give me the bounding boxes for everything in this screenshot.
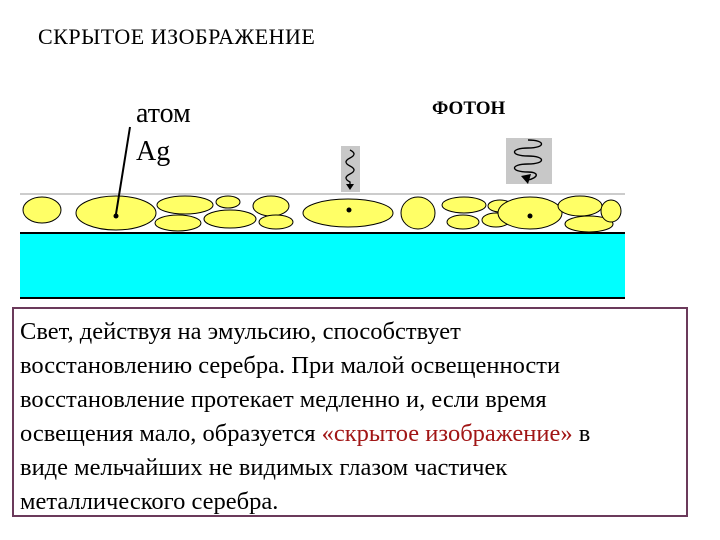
text-line: освещения мало, образуется «скрытое изоб… xyxy=(20,417,682,451)
photon-label: ФОТОН xyxy=(432,98,506,119)
photon-wave-small xyxy=(345,149,355,188)
grain xyxy=(154,214,202,232)
silver-atom-dot xyxy=(527,213,533,219)
grain xyxy=(400,196,436,230)
atom-pointer-line xyxy=(115,126,131,215)
silver-atom-dot xyxy=(346,207,352,213)
grain xyxy=(557,195,603,217)
grain xyxy=(156,195,214,215)
grain xyxy=(302,198,394,228)
explanation-textbox: Свет, действуя на эмульсию, способствует… xyxy=(12,307,688,517)
ag-label: Ag xyxy=(136,136,171,167)
text-line: восстановление протекает медленно и, есл… xyxy=(20,386,547,413)
grain xyxy=(497,196,563,230)
text-line: Свет, действуя на эмульсию, способствует xyxy=(20,318,461,345)
latent-image-term: «скрытое изображение» xyxy=(321,420,573,447)
silver-halide-grains xyxy=(22,195,622,233)
silver-atoms xyxy=(113,207,533,219)
grain xyxy=(252,195,290,217)
text-segment: в xyxy=(572,420,591,447)
grain xyxy=(203,209,257,229)
grain xyxy=(215,195,241,209)
grain xyxy=(600,199,622,223)
grain xyxy=(258,214,294,230)
page-title: СКРЫТОЕ ИЗОБРАЖЕНИЕ xyxy=(38,24,316,49)
text-line: восстановлению серебра. При малой освеще… xyxy=(20,352,561,379)
atom-label: атом xyxy=(136,98,191,129)
photon-wave-large xyxy=(513,139,543,181)
substrate-layer xyxy=(20,233,625,298)
silver-atom-dot xyxy=(113,213,119,219)
grain xyxy=(441,196,487,214)
photon-box-small xyxy=(341,146,360,192)
text-line: металлического серебра. xyxy=(20,488,279,515)
grain xyxy=(564,215,614,233)
photon-arrowhead-small xyxy=(346,184,354,190)
grain xyxy=(446,214,480,230)
text-line: виде мельчайших не видимых глазом частич… xyxy=(20,454,508,481)
photon-arrowhead-large xyxy=(521,174,531,184)
text-segment: освещения мало, образуется xyxy=(20,420,322,447)
grain xyxy=(22,196,62,224)
